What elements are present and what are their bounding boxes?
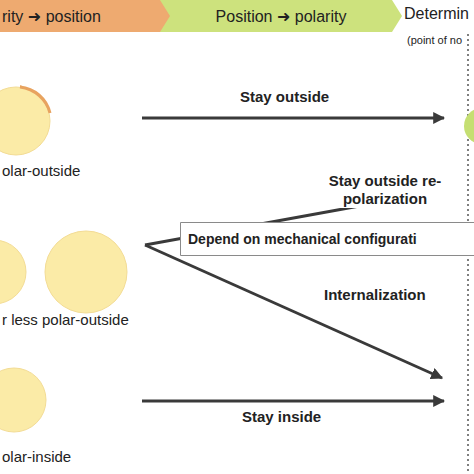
cell-circle bbox=[0, 368, 46, 432]
phase-band: Position ➜ polarity bbox=[160, 0, 402, 32]
arrow bbox=[142, 400, 444, 403]
node-text: rity ➜ position bbox=[2, 7, 101, 26]
phase-band: rity ➜ position bbox=[0, 0, 172, 32]
header-text: Determin bbox=[404, 4, 469, 23]
cell-circle bbox=[45, 231, 127, 313]
condition-box: Depend on mechanical configurati bbox=[180, 222, 474, 256]
cell-circle bbox=[464, 108, 474, 144]
cell-circle bbox=[0, 87, 50, 155]
arrow-label: Stay inside bbox=[240, 408, 323, 426]
arrow bbox=[145, 245, 442, 378]
node-text: Position ➜ polarity bbox=[216, 7, 347, 26]
node-text: Depend on mechanical configurati bbox=[188, 231, 417, 247]
cell-label: olar-outside bbox=[2, 162, 80, 180]
arrow-label: Stay outside bbox=[238, 88, 331, 106]
header-note: (point of no bbox=[407, 34, 462, 47]
arrow bbox=[142, 117, 444, 120]
cell-label: olar-inside bbox=[2, 448, 71, 466]
polarity-cap bbox=[20, 87, 50, 113]
arrow-label: Internalization bbox=[322, 286, 428, 304]
arrow-label: Stay outside re-polarization bbox=[318, 172, 452, 208]
cell-circle bbox=[0, 240, 26, 304]
cell-label: r less polar-outside bbox=[2, 311, 129, 329]
